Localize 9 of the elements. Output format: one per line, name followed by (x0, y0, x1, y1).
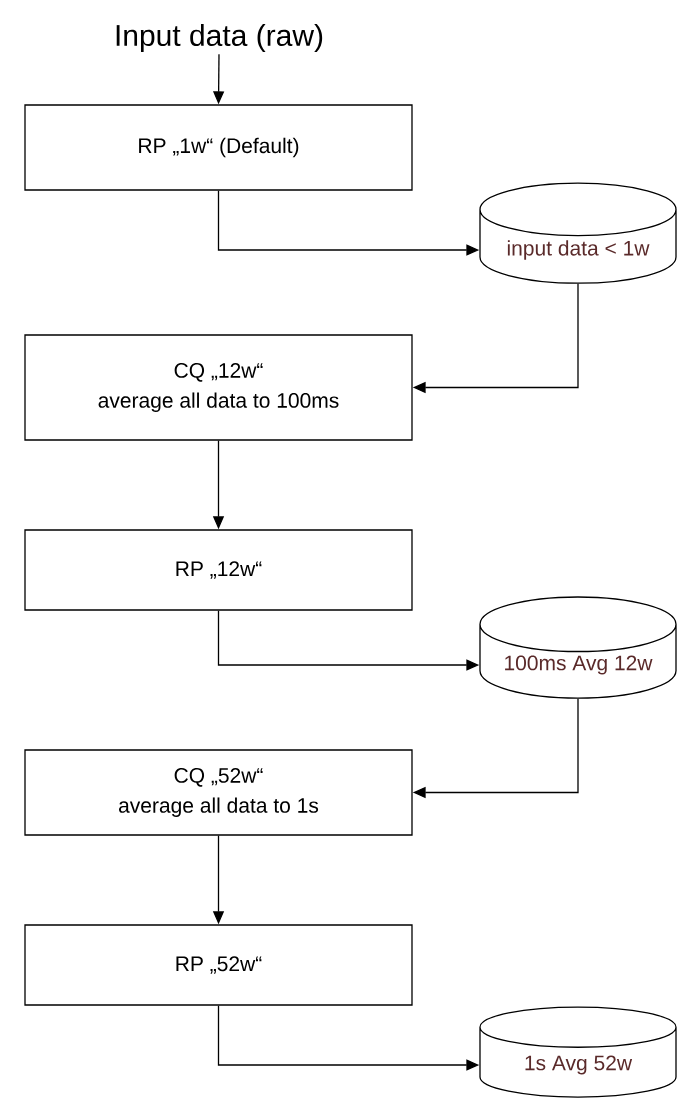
process-box: CQ „52w“ average all data to 1s (24, 749, 413, 836)
process-box: RP „1w“ (Default) (24, 104, 413, 191)
database-cylinder: 1s Avg 52w (479, 1006, 677, 1098)
database-cylinder: 100ms Avg 12w (479, 596, 677, 699)
input-label: Input data (raw) (116, 24, 323, 52)
process-box: RP „52w“ (24, 924, 413, 1006)
process-box: RP „12w“ (24, 529, 413, 611)
database-cylinder: input data < 1w (479, 182, 677, 284)
process-box: CQ „12w“ average all data to 100ms (24, 334, 413, 441)
